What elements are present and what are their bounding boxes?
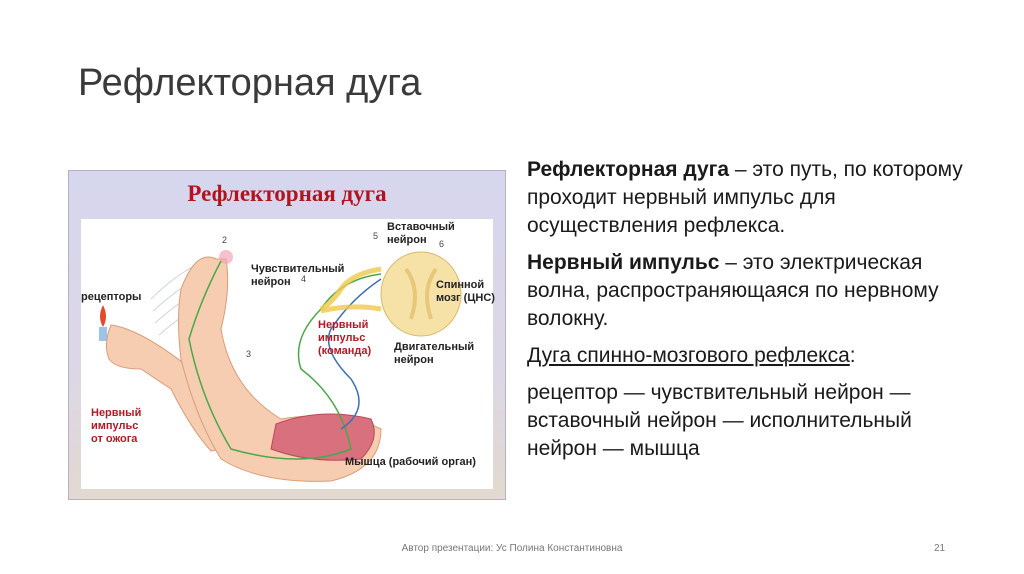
- number-4: 4: [301, 274, 307, 284]
- colon: :: [849, 344, 856, 367]
- label-spinal-cord: Спинной мозг (ЦНС): [436, 279, 495, 304]
- number-6: 6: [439, 239, 445, 249]
- label-motor-neuron: Двигательный нейрон: [394, 341, 475, 366]
- number-5: 5: [373, 231, 379, 241]
- figure-title: Рефлекторная дуга: [187, 181, 387, 206]
- slide-title: Рефлекторная дуга: [78, 62, 422, 104]
- definition-reflex-arc: Рефлекторная дуга – это путь, по котором…: [527, 156, 967, 240]
- label-receptors: рецепторы: [81, 291, 142, 303]
- footer-author: Автор презентации: Ус Полина Константино…: [401, 543, 623, 554]
- reflex-arc-figure: Рефлекторная дуга рецепторы: [68, 170, 506, 500]
- slide-body: Рефлекторная дуга – это путь, по котором…: [527, 156, 967, 472]
- muscle: [270, 413, 375, 461]
- candle-icon: [99, 327, 107, 341]
- number-3: 3: [246, 349, 252, 359]
- spinal-reflex-heading: Дуга спинно-мозгового рефлекса:: [527, 342, 967, 370]
- heading-text: Дуга спинно-мозгового рефлекса: [527, 344, 850, 367]
- label-sensory-neuron: Чувствительный нейрон: [251, 263, 345, 288]
- reflex-chain: рецептор — чувствительный нейрон — встав…: [527, 381, 912, 460]
- label-interneuron: Вставочный нейрон: [387, 221, 455, 246]
- reflex-arc-illustration: [99, 250, 462, 482]
- term-reflex-arc: Рефлекторная дуга: [527, 158, 730, 181]
- figure-canvas: рецепторы Чувствительный нейрон Вставочн…: [81, 219, 495, 489]
- definition-text: – это электрическая волна, распространяю…: [527, 251, 939, 330]
- number-2: 2: [222, 235, 228, 245]
- label-muscle: Мышца (рабочий орган): [345, 456, 476, 468]
- label-impulse-command: Нервный импульс (команда): [318, 319, 372, 357]
- label-impulse-burn: Нервный импульс от ожога: [91, 407, 142, 445]
- flame-icon: [100, 305, 106, 327]
- page-number: 21: [934, 543, 946, 554]
- motor-nerve: [327, 278, 382, 430]
- definition-nerve-impulse: Нервный импульс – это электрическая волн…: [527, 249, 967, 333]
- sensory-nerve: [188, 260, 382, 460]
- burn-point: [219, 250, 233, 264]
- hand-lower: [105, 324, 225, 452]
- term-nerve-impulse: Нервный импульс: [527, 251, 720, 274]
- definition-text: – это путь, по которому проходит нервный…: [527, 158, 963, 237]
- spinal-cord: [380, 251, 462, 337]
